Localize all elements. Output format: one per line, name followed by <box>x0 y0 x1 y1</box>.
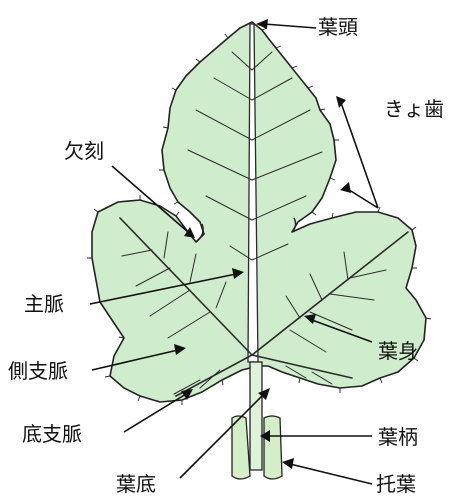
label-blade: 葉身 <box>378 339 418 363</box>
stipule-left <box>232 416 250 479</box>
stipule-right <box>264 416 282 479</box>
label-leaf-base: 葉底 <box>116 472 156 496</box>
label-apex: 葉頭 <box>318 15 358 39</box>
label-petiole: 葉柄 <box>378 425 418 449</box>
label-sinus: 欠刻 <box>64 139 104 163</box>
label-lateral-vein: 側支脈 <box>8 359 68 383</box>
label-basal-vein: 底支脈 <box>22 422 82 446</box>
leaf-blade <box>92 22 426 402</box>
label-serration: きょ歯 <box>384 97 444 121</box>
label-stipule: 托葉 <box>376 472 416 496</box>
label-midrib: 主脈 <box>24 292 64 316</box>
petiole <box>250 362 262 470</box>
